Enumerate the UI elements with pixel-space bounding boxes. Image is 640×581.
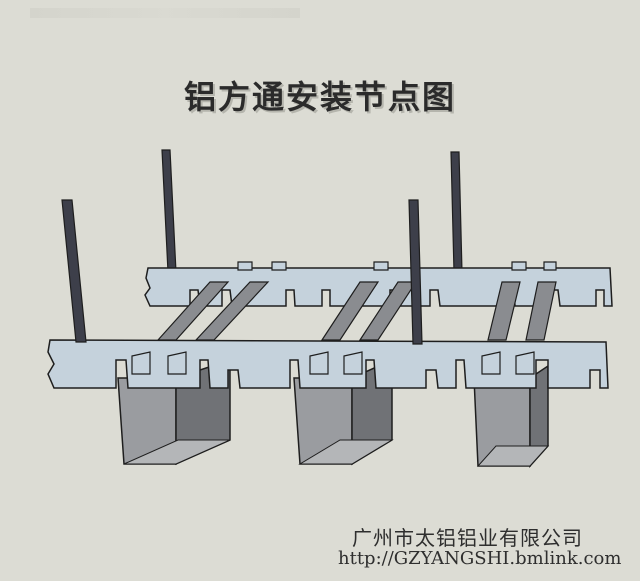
runner-clip bbox=[131, 351, 151, 375]
channel-top-rails bbox=[156, 281, 557, 341]
front-suspension-rods bbox=[61, 199, 423, 345]
channel-rail bbox=[525, 281, 557, 341]
runner-clip bbox=[511, 261, 527, 271]
suspension-rod-icon bbox=[61, 199, 87, 343]
runner-clip bbox=[515, 351, 535, 375]
suspension-rod-icon bbox=[450, 151, 463, 273]
runner-clip bbox=[543, 261, 557, 271]
runner-clip bbox=[309, 351, 329, 375]
company-url: http://GZYANGSHI.bmlink.com bbox=[338, 548, 622, 569]
channel-rail bbox=[320, 281, 380, 341]
runner-clip bbox=[271, 261, 287, 271]
u-channel-profile-icon bbox=[473, 364, 550, 468]
channel-rail bbox=[487, 281, 521, 341]
runner-clip bbox=[167, 351, 187, 375]
runner-clip bbox=[481, 351, 501, 375]
suspension-rod-icon bbox=[161, 149, 177, 273]
front-main-runner bbox=[47, 339, 609, 389]
suspension-rod-icon bbox=[408, 199, 423, 345]
company-name: 广州市太铝铝业有限公司 bbox=[352, 526, 583, 550]
back-suspension-rods bbox=[161, 149, 463, 273]
runner-clip bbox=[373, 261, 389, 271]
diagram-title: 铝方通安装节点图 bbox=[183, 78, 456, 116]
runner-clip bbox=[237, 261, 253, 271]
runner-clip bbox=[343, 351, 363, 375]
top-faint-strip bbox=[30, 8, 300, 18]
